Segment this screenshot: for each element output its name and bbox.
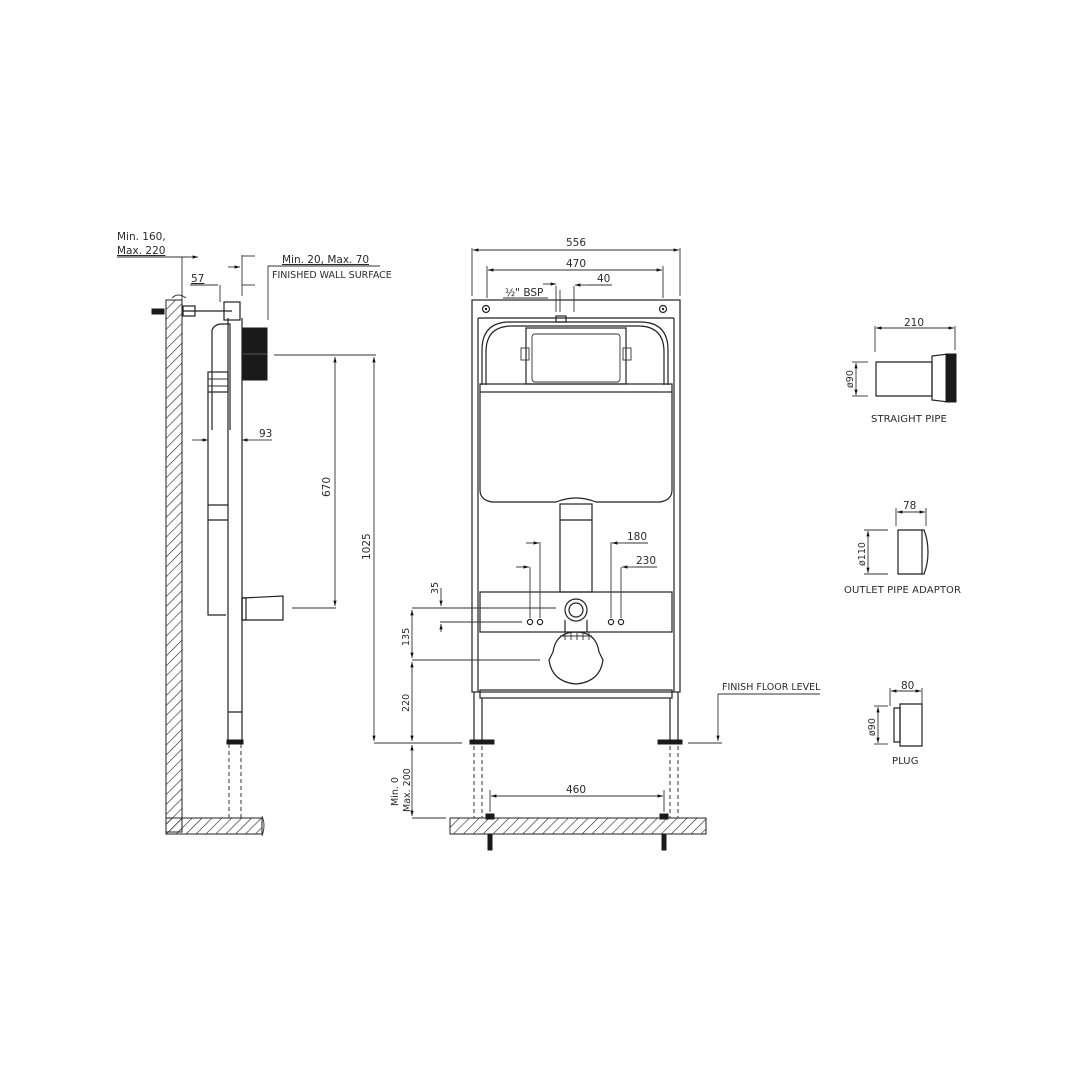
label-bolt-spacing-outer: 230 [636,555,656,567]
label-finish-thickness: Min. 20, Max. 70 [282,254,369,266]
label-mount-width: 470 [566,258,586,270]
label-pan-offset: 135 [401,628,412,646]
label-frame-depth: 93 [259,428,272,440]
label-name: OUTLET PIPE ADAPTOR [844,585,961,596]
front-view: 556 470 40 ½" BSP 180 230 35 1 [390,237,821,851]
label-foot-spacing: 460 [566,784,586,796]
label-adjust-max: Max. 200 [402,768,413,812]
label-diameter: ø110 [857,542,868,566]
label-wall-depth-min: Min. 160, [117,231,166,243]
wall-section [165,299,183,833]
label-length: 80 [901,680,914,692]
floor-section [165,817,263,835]
label-wall-depth-max: Max. 220 [117,245,165,257]
side-view: Min. 160, Max. 220 57 Min. 20, Max. 70 F… [117,231,462,837]
label-upper-bolt-offset: 35 [430,582,441,594]
label-length: 210 [904,317,924,329]
accessory-straight-pipe: 210 ø90 STRAIGHT PIPE [845,317,957,425]
label-bolt-spacing-inner: 180 [627,531,647,543]
label-overall-width: 556 [566,237,586,249]
label-outlet-height: 670 [321,477,333,497]
frame-outline [471,299,681,693]
label-adjust-min: Min. 0 [390,777,401,806]
floor-section [449,817,707,835]
label-name: PLUG [892,756,919,767]
label-inlet-offset: 40 [597,273,610,285]
label-name: STRAIGHT PIPE [871,414,947,425]
label-frame-offset: 57 [191,273,204,285]
label-finished-wall: FINISHED WALL SURFACE [272,270,392,281]
label-finish-floor: FINISH FLOOR LEVEL [722,682,821,693]
label-inlet-size: ½" BSP [505,287,543,299]
label-floor-to-pan: 220 [401,694,412,712]
label-total-height: 1025 [361,533,373,560]
label-diameter: ø90 [845,370,856,388]
accessory-plug: 80 ø90 PLUG [867,680,923,767]
label-diameter: ø90 [867,718,878,736]
accessory-outlet-pipe-adaptor: 78 ø110 OUTLET PIPE ADAPTOR [844,500,961,596]
label-length: 78 [903,500,916,512]
